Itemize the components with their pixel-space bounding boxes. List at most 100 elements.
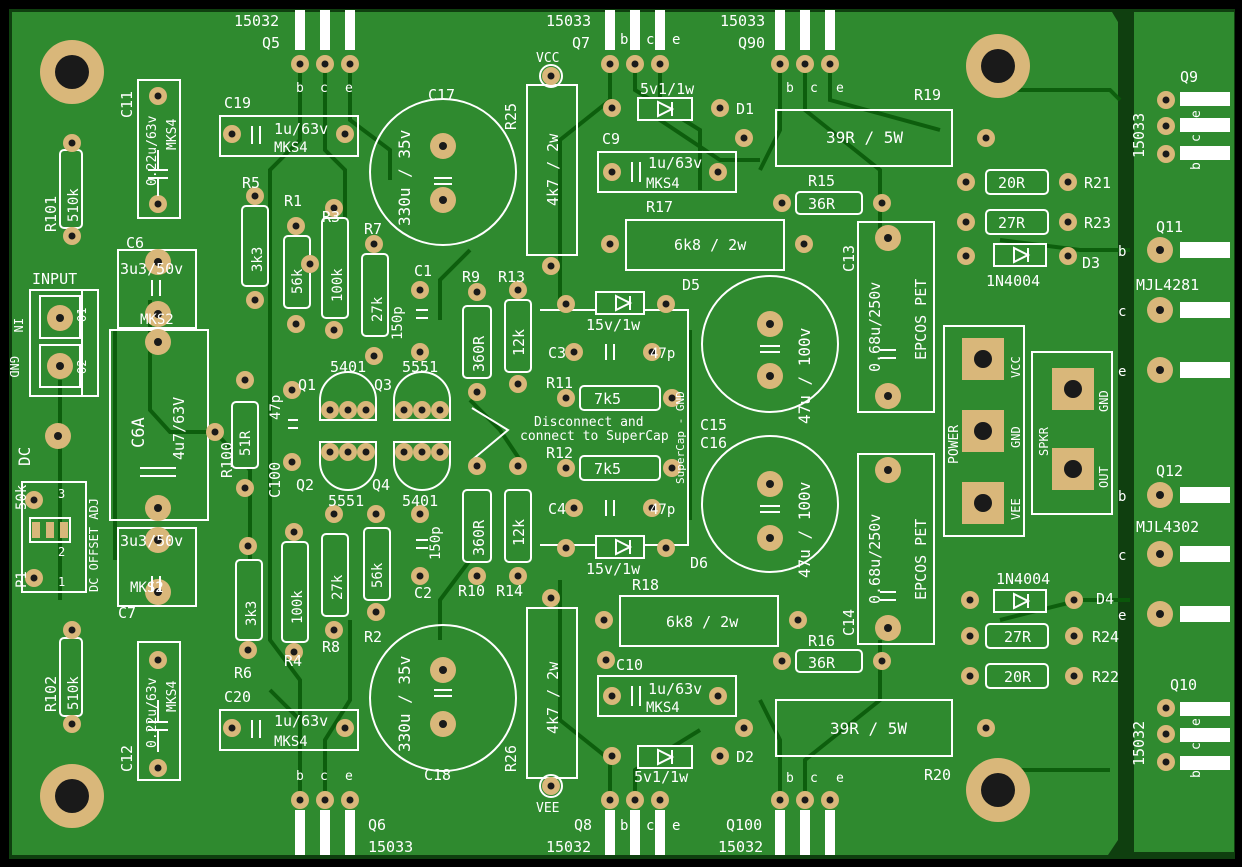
d6-ref: D6 — [690, 554, 708, 572]
c11-ref: C11 — [118, 91, 136, 118]
c4-ref: C4 — [548, 500, 566, 518]
q6-pin-c: c — [320, 769, 328, 784]
r5-value: 3k3 — [250, 247, 266, 272]
c14-value: 0.68u/250v — [866, 514, 884, 604]
r20-ref: R20 — [924, 766, 951, 784]
gnd-label: GND — [7, 356, 21, 378]
r102-value: 510k — [66, 676, 82, 710]
r25-ref: R25 — [502, 103, 520, 130]
o2-label: O2 — [75, 360, 89, 374]
q12-ref: Q12 — [1156, 462, 1183, 480]
q5-part: 15032 — [234, 12, 279, 30]
q4-part: 5401 — [402, 492, 438, 510]
c10-value: 1u/63v — [648, 680, 702, 698]
q10-pin-b: b — [1189, 770, 1204, 778]
r21-value: 20R — [998, 174, 1026, 192]
r20-value: 39R / 5W — [830, 719, 907, 738]
c13-value: 0.68u/250v — [866, 282, 884, 372]
vcc-label: VCC — [536, 51, 559, 66]
q11-pin-e: e — [1118, 364, 1126, 380]
q3-part: 5551 — [402, 358, 438, 376]
c2-ref: C2 — [414, 584, 432, 602]
r2-value: 56k — [370, 562, 386, 588]
r7-ref: R7 — [364, 220, 382, 238]
r13-value: 12k — [510, 329, 528, 356]
q1-ref: Q1 — [298, 376, 316, 394]
c17-ref: C17 — [428, 86, 455, 104]
dc-offset-label: DC OFFSET ADJ — [87, 498, 101, 592]
q3-ref: Q3 — [374, 376, 392, 394]
c13-type: EPCOS PET — [912, 279, 930, 360]
r14-value: 12k — [510, 519, 528, 546]
q1-part: 5401 — [330, 358, 366, 376]
c7-ref: C7 — [118, 604, 136, 622]
q9-pin-b: b — [1189, 162, 1204, 170]
c16-value: 47u / 100v — [795, 482, 814, 578]
r19-value: 39R / 5W — [826, 128, 903, 147]
spkr-out-label: OUT — [1097, 466, 1111, 488]
q11-pin-b: b — [1118, 244, 1126, 260]
terminal-pads — [32, 338, 1094, 538]
c12-type: MKS4 — [165, 681, 180, 712]
q5-pin-c: c — [320, 81, 328, 96]
q100-pin-e: e — [836, 771, 844, 786]
c19-ref: C19 — [224, 94, 251, 112]
r23-value: 27R — [998, 214, 1026, 232]
c14-type: EPCOS PET — [912, 519, 930, 600]
r17-value: 6k8 / 2w — [674, 236, 747, 254]
p1-value: 50k — [14, 484, 30, 510]
r3-ref: R3 — [322, 208, 340, 226]
c17-value: 330u / 35v — [395, 130, 414, 226]
q90-pin-e: e — [836, 81, 844, 96]
q90-part: 15033 — [720, 12, 765, 30]
c14-ref: C14 — [840, 609, 858, 636]
c16-ref: C16 — [700, 434, 727, 452]
r6-value: 3k3 — [244, 601, 260, 626]
d4-ref: D4 — [1096, 590, 1114, 608]
q12-part: MJL4302 — [1136, 518, 1199, 536]
q5-ref: Q5 — [262, 34, 280, 52]
c18-ref: C18 — [424, 766, 451, 784]
vcc-terminal-label: VCC — [1009, 356, 1023, 378]
r24-ref: R24 — [1092, 628, 1119, 646]
q7-pin-e: e — [672, 32, 680, 48]
q90-pin-c: c — [810, 81, 818, 96]
q12-pin-b: b — [1118, 489, 1126, 505]
c15-value: 47u / 100v — [795, 328, 814, 424]
supercap-note-1: Disconnect and — [534, 415, 644, 430]
q100-part: 15032 — [718, 838, 763, 856]
c1-value: 150p — [390, 306, 406, 340]
d3-ref: D3 — [1082, 254, 1100, 272]
vee-label: VEE — [536, 801, 559, 816]
r23-ref: R23 — [1084, 214, 1111, 232]
d1-value: 5v1/1w — [640, 80, 695, 98]
c100-ref: C100 — [266, 462, 284, 498]
c20-type: MKS4 — [274, 734, 308, 750]
q10-pin-c: c — [1189, 742, 1204, 750]
c4-value: 47p — [650, 502, 675, 518]
copper-strip-right — [1134, 12, 1234, 852]
r14-ref: R14 — [496, 582, 523, 600]
resistor-bodies — [59, 149, 1049, 717]
to92-outlines — [319, 371, 451, 491]
d5-value: 15v/1w — [586, 316, 641, 334]
c6-ref: C6 — [126, 234, 144, 252]
r15-ref: R15 — [808, 172, 835, 190]
c6a-ref: C6A — [129, 417, 149, 448]
q2-part: 5551 — [328, 492, 364, 510]
supercap-note-2: connect to SuperCap — [520, 429, 669, 444]
c20-ref: C20 — [224, 688, 251, 706]
c13-ref: C13 — [840, 245, 858, 272]
q10-ref: Q10 — [1170, 676, 1197, 694]
r24-value: 27R — [1004, 628, 1032, 646]
q7-ref: Q7 — [572, 34, 590, 52]
c11-value: 0.22u/63v — [145, 115, 160, 186]
c7-type: MKS2 — [130, 580, 164, 596]
q6-ref: Q6 — [368, 816, 386, 834]
q8-part: 15032 — [546, 838, 591, 856]
q90-ref: Q90 — [738, 34, 765, 52]
vee-pad — [539, 774, 563, 798]
d2-ref: D2 — [736, 748, 754, 766]
q100-pin-c: c — [810, 771, 818, 786]
